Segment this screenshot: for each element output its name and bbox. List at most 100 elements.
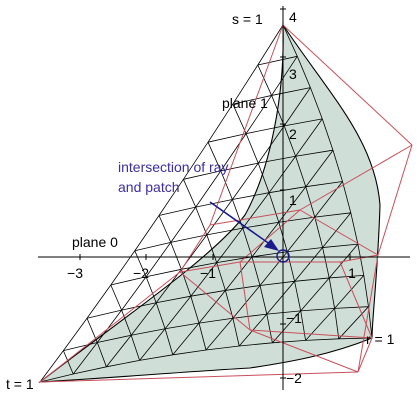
mesh-edge	[232, 95, 272, 105]
mesh-edge	[259, 280, 295, 286]
mesh-edge	[232, 285, 261, 319]
control-net-edge	[239, 261, 251, 331]
mesh-edge	[284, 118, 323, 127]
mesh-edge	[300, 307, 335, 312]
plane-0-label: plane 0	[72, 234, 118, 250]
mesh-edge	[257, 64, 272, 96]
control-net-edge	[209, 24, 284, 226]
y-tick-label: −1	[286, 310, 302, 326]
mesh-edge	[259, 285, 268, 315]
mesh-edge	[305, 338, 339, 341]
mesh-edge	[239, 342, 273, 347]
mesh-edge	[271, 56, 298, 96]
mesh-edge	[164, 328, 174, 355]
mesh-edge	[146, 268, 182, 278]
mesh-edge	[245, 133, 259, 164]
mesh-edge	[145, 276, 157, 303]
mesh-edge	[63, 318, 88, 351]
y-tick-label: −2	[286, 370, 302, 386]
mesh-edge	[72, 342, 98, 375]
mesh-edge	[283, 87, 311, 127]
mesh-edge	[368, 306, 373, 339]
control-net-edge	[339, 261, 373, 339]
mesh-edge	[278, 216, 315, 223]
x-tick-labels: −3 −2 −1 1	[67, 265, 356, 281]
mesh-edge	[251, 251, 288, 258]
corner-label-r: r = 1	[366, 331, 395, 347]
mesh-edge	[305, 308, 335, 341]
mesh-edge	[158, 179, 184, 216]
control-net-edge	[179, 271, 251, 331]
mesh-edge	[295, 156, 307, 187]
mesh-edge	[110, 250, 136, 286]
mesh-edge	[225, 285, 261, 291]
mesh-edge	[73, 366, 107, 375]
x-tick-label: −1	[200, 265, 216, 281]
mesh-edge	[139, 328, 166, 361]
mesh-edge	[363, 275, 369, 307]
mesh-edge	[170, 206, 197, 243]
x-tick-label: 1	[348, 265, 356, 281]
control-net-edge	[339, 254, 379, 263]
mesh-edge	[350, 212, 359, 245]
y-ticks	[280, 8, 286, 379]
mesh-edge	[206, 199, 233, 236]
mesh-edge	[121, 302, 157, 311]
mesh-edge	[183, 179, 197, 208]
mesh-edge	[110, 276, 147, 286]
mesh-edge	[155, 269, 182, 304]
callout-line-2: and patch	[118, 179, 180, 195]
mesh-edge	[156, 295, 191, 304]
mesh-edge	[242, 192, 270, 229]
mesh-edge	[268, 192, 280, 223]
mesh-edge	[271, 95, 285, 127]
mesh-edge	[195, 199, 233, 208]
corner-label-s: s = 1	[232, 11, 263, 27]
mesh-edge	[232, 64, 259, 105]
mesh-edge	[334, 308, 340, 339]
mesh-edge	[158, 215, 172, 243]
mesh-edge	[198, 317, 233, 324]
y-tick-label: 4	[289, 9, 297, 25]
mesh-edge	[172, 349, 207, 356]
mesh-edge	[195, 170, 222, 208]
mesh-edge	[257, 24, 284, 66]
control-net-edge	[179, 224, 211, 273]
mesh-edge	[134, 250, 147, 277]
mesh-edge	[198, 322, 207, 351]
mesh-edge	[39, 350, 64, 383]
mesh-edge	[328, 277, 335, 309]
mesh-edge	[106, 335, 132, 368]
control-net-edge	[39, 271, 181, 383]
plane-1-label: plane 1	[222, 95, 268, 111]
mesh-edge	[357, 244, 365, 276]
mesh-edge	[170, 242, 182, 270]
mesh-edge	[183, 141, 209, 180]
mesh-edge	[268, 156, 296, 193]
callout-arrow	[209, 201, 275, 248]
mesh-edge	[134, 215, 160, 251]
mesh-edge	[257, 55, 298, 66]
mesh-edge	[198, 290, 226, 324]
mesh-edge	[86, 318, 98, 343]
mesh-edge	[139, 354, 173, 361]
mesh-edge	[206, 234, 218, 263]
mesh-edge	[286, 216, 316, 253]
mesh-edge	[334, 306, 369, 309]
mesh-edge	[172, 322, 200, 356]
mesh-edge	[164, 295, 192, 330]
mesh-edge	[97, 334, 132, 343]
mesh-edge	[242, 228, 253, 257]
mesh-edge	[220, 162, 259, 172]
mesh-edge	[321, 118, 334, 151]
control-net-edge	[299, 209, 379, 256]
mesh-edge	[134, 242, 171, 252]
mesh-edge	[96, 309, 122, 343]
mesh-edge	[170, 234, 207, 243]
y-tick-label: 2	[289, 126, 297, 142]
mesh-edge	[205, 317, 234, 351]
mesh-edge	[130, 335, 140, 361]
mesh-edge	[63, 350, 74, 375]
control-net-edge	[209, 209, 301, 226]
